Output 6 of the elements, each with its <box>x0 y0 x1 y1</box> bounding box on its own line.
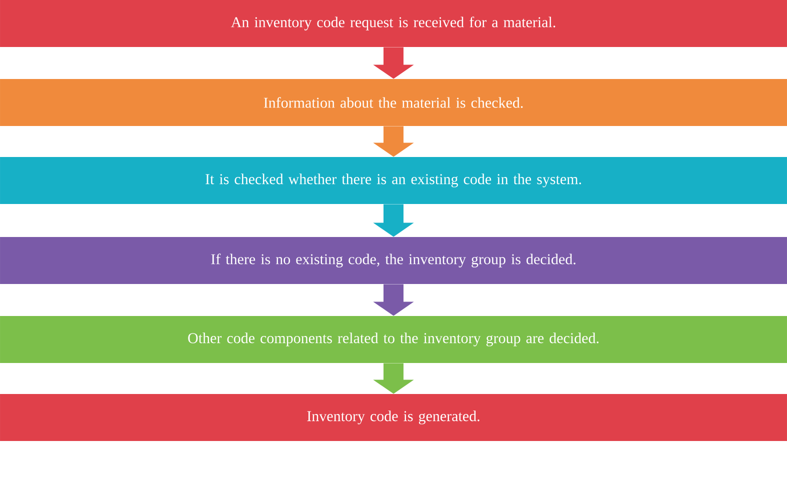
process-band: It is checked whether there is an existing code in the system. <box>0 157 787 204</box>
process-band: Other code components related to the inventory group are decided. <box>0 316 787 363</box>
process-band: Inventory code is generated. <box>0 394 787 441</box>
process-band: Information about the material is checked. <box>0 79 787 126</box>
process-band: An inventory code request is received for a material. <box>0 0 787 47</box>
process-band: If there is no existing code, the inventory group is decided. <box>0 237 787 284</box>
